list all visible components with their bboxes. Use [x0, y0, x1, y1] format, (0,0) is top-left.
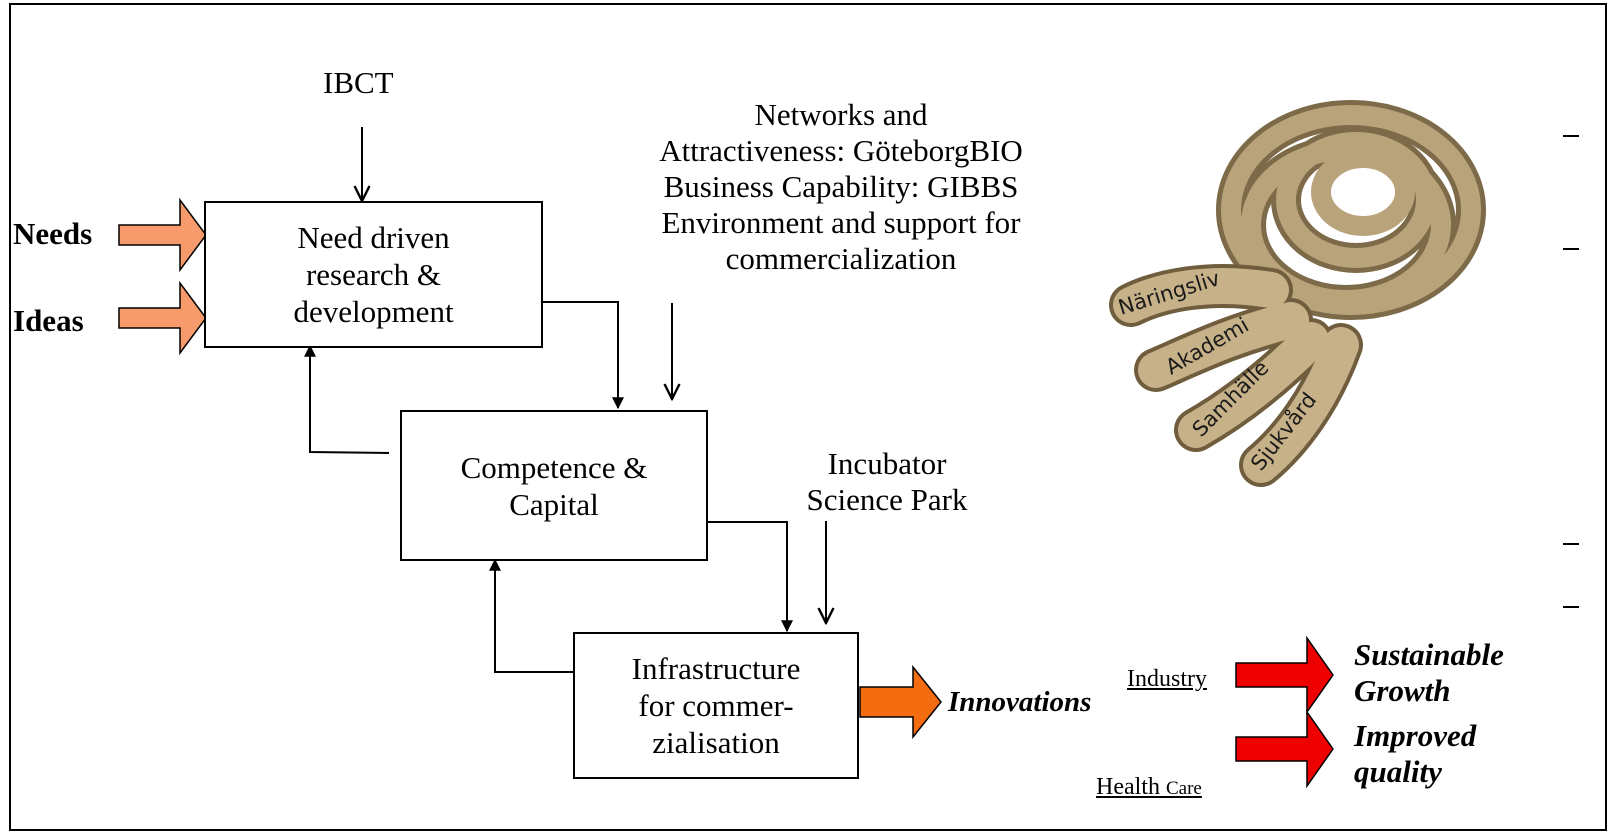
ibct-label: IBCT: [323, 65, 394, 100]
improved-quality-label: Improved quality: [1354, 718, 1477, 789]
competence-box: Competence & Capital: [400, 410, 708, 561]
ideas-label: Ideas: [13, 303, 84, 338]
edge-mark: [1563, 135, 1579, 137]
sustainable-growth-label: Sustainable Growth: [1354, 637, 1504, 708]
care-word: Care: [1165, 778, 1202, 799]
innovations-label: Innovations: [948, 686, 1092, 718]
competence-to-rd-arrow: [304, 344, 390, 454]
edge-mark: [1563, 543, 1579, 545]
edge-mark: [1563, 248, 1579, 250]
health-word: Health: [1096, 774, 1160, 800]
competence-to-infrastructure-arrow: [707, 521, 793, 633]
rd-to-competence-arrow: [542, 301, 624, 410]
rd-box: Need driven research & development: [204, 201, 543, 348]
industry-label: Industry: [1127, 666, 1207, 692]
needs-label: Needs: [13, 216, 93, 251]
rope-illustration: Näringsliv Akademi Samhälle Sjukvård: [1109, 100, 1486, 487]
infrastructure-box-label: Infrastructure for commer- zialisation: [631, 651, 801, 760]
ideas-arrow: [118, 280, 207, 356]
networks-label: Networks and Attractiveness: GöteborgBIO…: [659, 97, 1023, 276]
infrastructure-to-competence-arrow: [489, 558, 574, 673]
competence-box-label: Competence & Capital: [460, 449, 648, 522]
rd-box-label: Need driven research & development: [293, 220, 454, 329]
innovations-arrow: [859, 664, 942, 740]
incubator-label: Incubator Science Park: [806, 446, 968, 517]
infrastructure-box: Infrastructure for commer- zialisation: [573, 632, 859, 779]
needs-arrow: [118, 197, 207, 273]
connector-layer: [118, 127, 1334, 789]
edge-mark: [1563, 606, 1579, 608]
health-care-label: Health Care: [1096, 733, 1202, 807]
health-care-arrow: [1235, 709, 1334, 789]
diagram-frame: Need driven research & development Compe…: [9, 3, 1607, 831]
industry-arrow: [1235, 635, 1334, 715]
